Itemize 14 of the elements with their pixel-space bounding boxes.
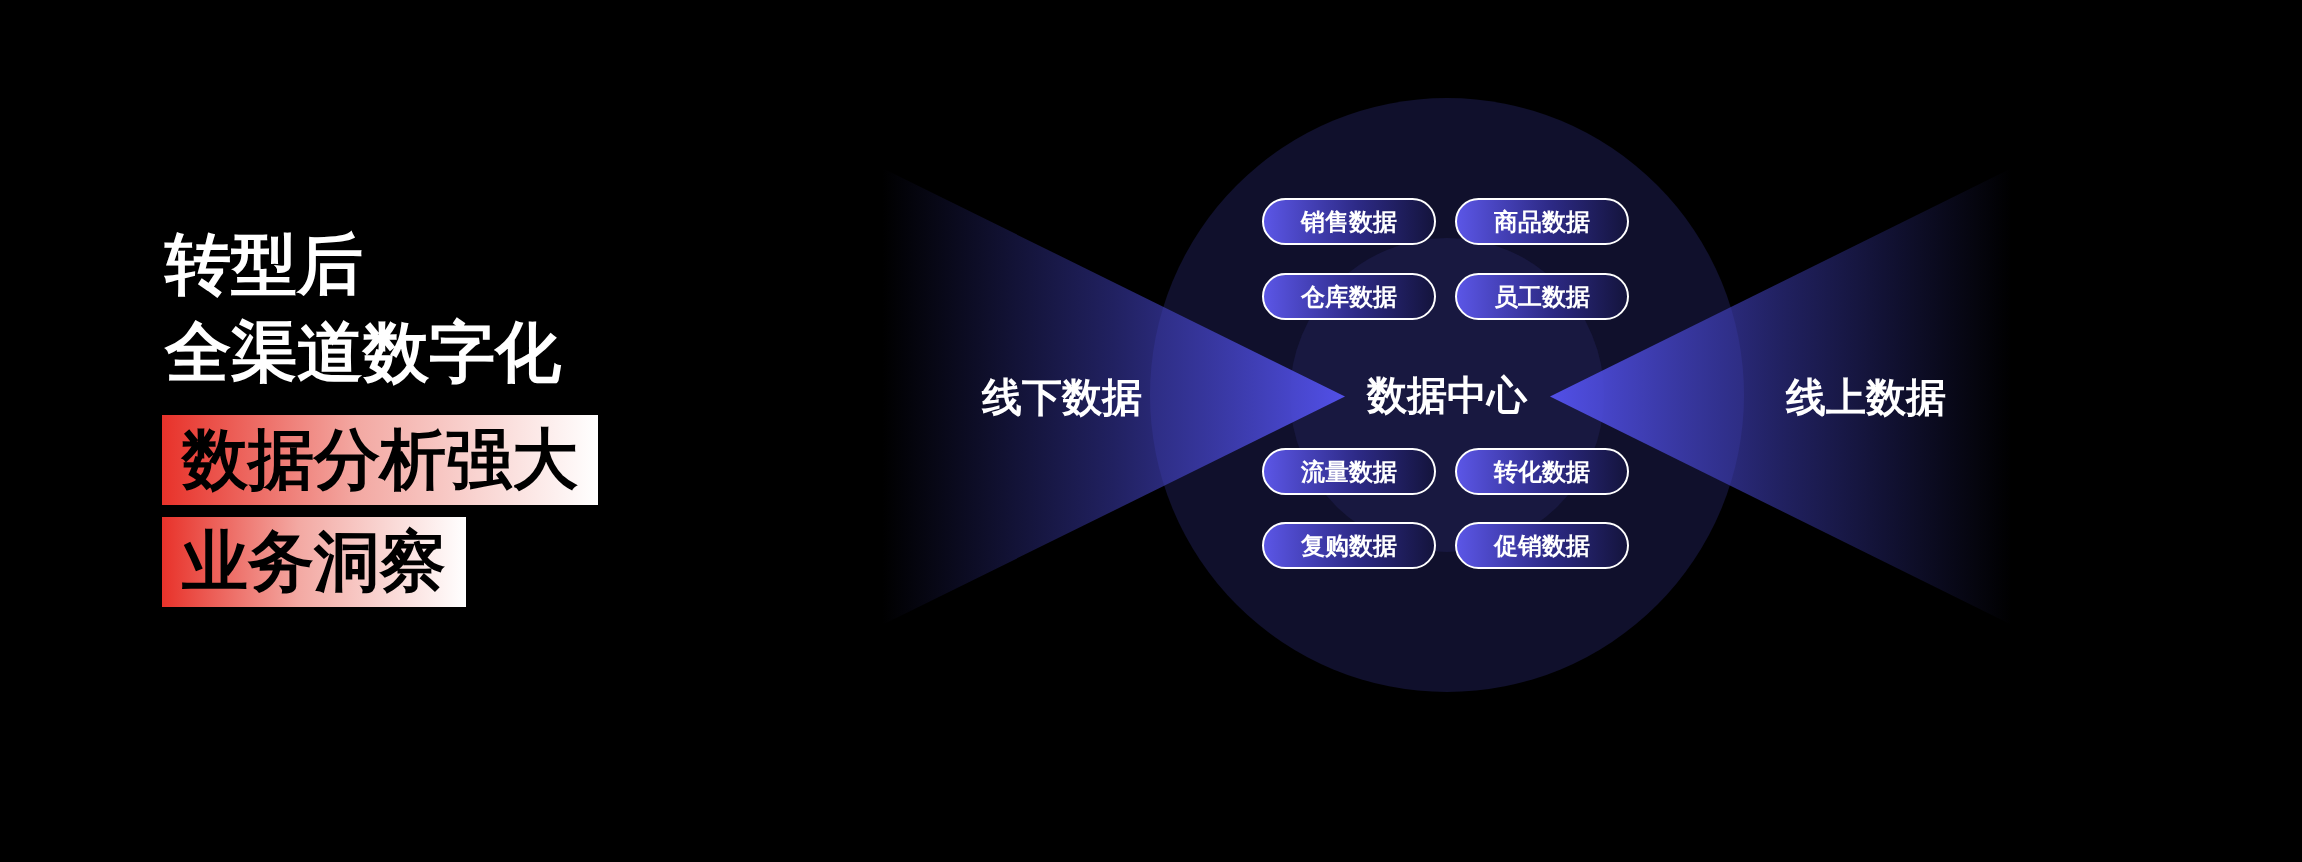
funnel-label: 线下数据 — [982, 372, 1142, 421]
data-tag: 商品数据 — [1455, 198, 1629, 245]
heading-text: 转型后 — [165, 232, 363, 298]
highlight-banner: 数据分析强大 — [162, 415, 598, 505]
center-label: 数据中心 — [1367, 370, 1527, 420]
data-tag: 员工数据 — [1455, 273, 1629, 320]
funnel-label: 线上数据 — [1786, 372, 1946, 421]
data-tag: 复购数据 — [1262, 522, 1436, 569]
data-tag: 销售数据 — [1262, 198, 1436, 245]
data-tag: 促销数据 — [1455, 522, 1629, 569]
data-tag: 转化数据 — [1455, 448, 1629, 495]
highlight-banner: 业务洞察 — [162, 517, 466, 607]
data-tag: 流量数据 — [1262, 448, 1436, 495]
data-tag: 仓库数据 — [1262, 273, 1436, 320]
